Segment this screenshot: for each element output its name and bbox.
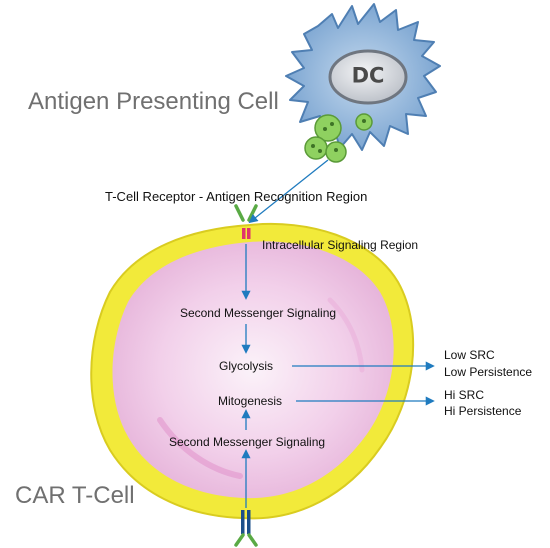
car-t-cell	[90, 222, 415, 520]
tcr-region-label: T-Cell Receptor - Antigen Recognition Re…	[105, 189, 368, 204]
dc-label: DC	[351, 63, 385, 88]
low-persistence-label: Low Persistence	[444, 365, 533, 379]
apc-label: Antigen Presenting Cell	[28, 88, 279, 115]
second-messenger-top-label: Second Messenger Signaling	[179, 306, 337, 320]
car-receptor	[234, 510, 258, 547]
hi-src-label: Hi SRC	[444, 388, 485, 402]
car-t-cell-label: CAR T-Cell	[15, 482, 135, 509]
hi-persistence-label: Hi Persistence	[444, 404, 522, 418]
glycolysis-label: Glycolysis	[218, 359, 274, 373]
cytoplasm-speckle-2	[327, 297, 365, 373]
arrow-antigen-to-tcr	[248, 159, 329, 224]
signal-arrows	[241, 159, 435, 508]
cytoplasm-speckle	[157, 417, 243, 479]
antigen-cluster	[304, 113, 373, 163]
mitogenesis-label: Mitogenesis	[217, 394, 283, 408]
low-src-label: Low SRC	[444, 348, 495, 362]
second-messenger-bottom-label: Second Messenger Signaling	[168, 435, 326, 449]
intracellular-region-label: Intracellular Signaling Region	[262, 238, 419, 252]
apc-nucleus	[328, 49, 408, 105]
antigen-presenting-cell	[285, 3, 441, 163]
t-cell-cytoplasm	[112, 241, 394, 499]
